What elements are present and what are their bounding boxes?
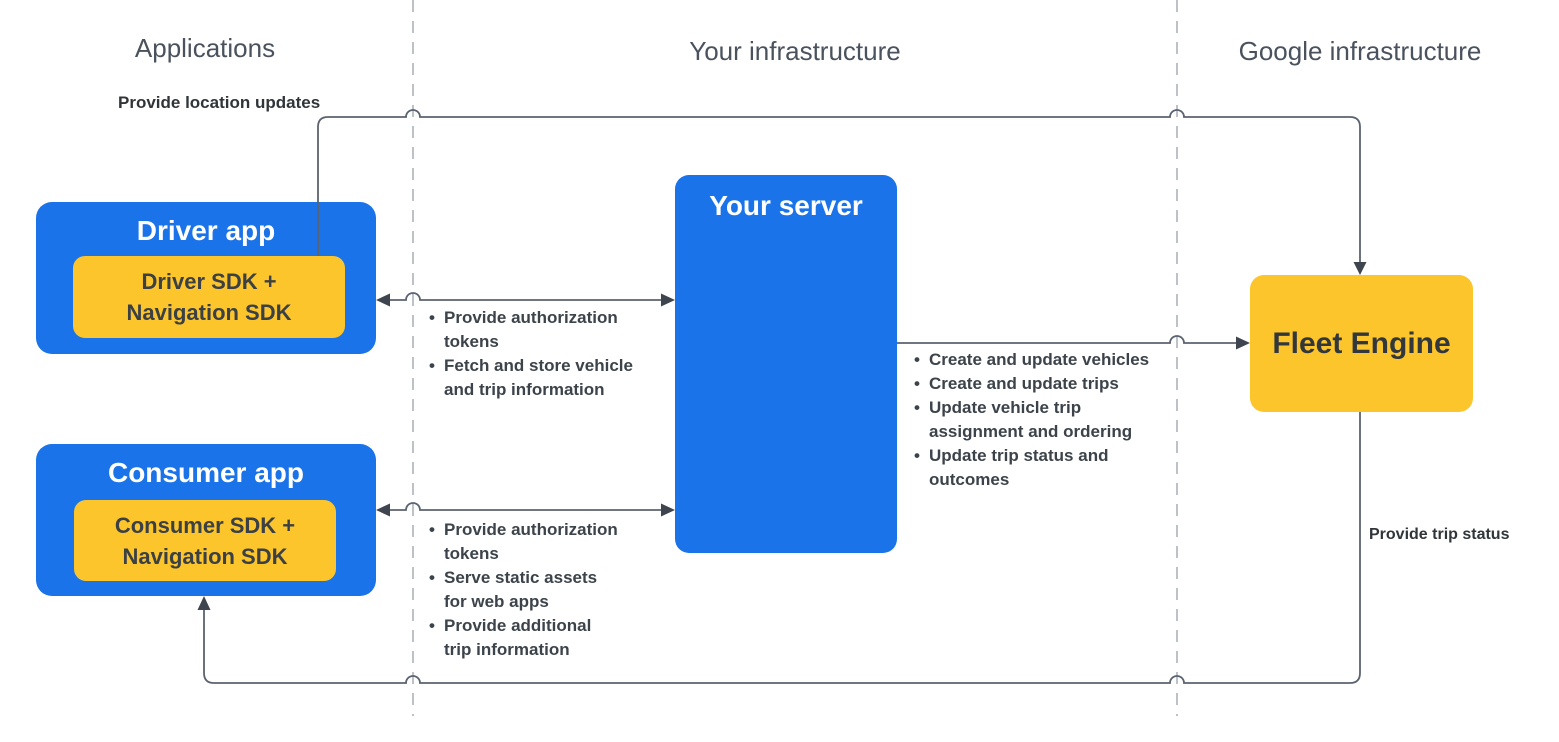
divider-your-google-infrastructure: [1176, 0, 1178, 716]
fleet-engine-title: Fleet Engine: [1272, 326, 1451, 360]
list-item-line: tokens: [444, 544, 499, 563]
driver-app-title: Driver app: [136, 215, 276, 246]
list-item: Create and update vehicles: [914, 348, 1149, 372]
edge-list-server-fleet: Create and update vehicles Create and up…: [914, 348, 1149, 492]
label-provide-location-updates: Provide location updates: [118, 93, 321, 112]
column-header-google-infrastructure: Google infrastructure: [1238, 36, 1482, 66]
arrow-consumer-server: [390, 502, 661, 511]
arrow-driver-server: [390, 292, 661, 301]
node-consumer-app: Consumer app Consumer SDK + Navigation S…: [36, 444, 376, 596]
consumer-app-title: Consumer app: [107, 457, 305, 488]
list-item-line: tokens: [444, 332, 499, 351]
arrowhead-into-consumer-app: [376, 503, 390, 517]
list-item: Update trip status and outcomes: [914, 444, 1149, 492]
list-item: Update vehicle trip assignment and order…: [914, 396, 1149, 444]
edge-list-driver-server: Provide authorization tokens Fetch and s…: [429, 306, 633, 402]
list-item-line: Provide authorization: [444, 308, 618, 327]
list-item-line: Serve static assets: [444, 568, 598, 587]
node-your-server: Your server: [675, 175, 897, 553]
arrowhead-into-driver-app: [376, 293, 390, 307]
list-item: Serve static assets for web apps: [429, 566, 618, 614]
list-item-line: Provide additional: [444, 616, 592, 635]
node-fleet-engine: Fleet Engine: [1250, 275, 1473, 412]
list-item-line: Create and update trips: [929, 374, 1119, 393]
driver-sdk-box: Driver SDK + Navigation SDK: [73, 256, 345, 338]
driver-sdk-line-2: Navigation SDK: [126, 300, 292, 325]
edge-list-consumer-server: Provide authorization tokens Serve stati…: [429, 518, 618, 662]
list-item: Fetch and store vehicle and trip informa…: [429, 354, 633, 402]
arrow-server-fleet: [897, 335, 1236, 344]
arrowhead-into-fleet-engine-top: [1353, 262, 1367, 275]
list-item-line: Provide authorization: [444, 520, 618, 539]
your-server-title: Your server: [709, 190, 863, 221]
arrowhead-into-server-bottom: [661, 503, 675, 517]
list-item-line: assignment and ordering: [929, 422, 1133, 441]
node-driver-app: Driver app Driver SDK + Navigation SDK: [36, 202, 376, 354]
list-item: Provide authorization tokens: [429, 306, 633, 354]
consumer-sdk-line-1: Consumer SDK +: [114, 512, 296, 538]
consumer-sdk-box: Consumer SDK + Navigation SDK: [74, 500, 336, 581]
list-item-line: Create and update vehicles: [929, 350, 1150, 369]
list-item-line: trip information: [444, 640, 570, 659]
list-item-line: Fetch and store vehicle: [444, 356, 633, 375]
list-item: Provide additional trip information: [429, 614, 618, 662]
list-item-line: Update vehicle trip: [929, 398, 1082, 417]
list-item-line: outcomes: [929, 470, 1010, 489]
arrowhead-into-consumer-app-bottom: [197, 596, 211, 610]
label-provide-trip-status: Provide trip status: [1369, 526, 1510, 543]
list-item-line: for web apps: [444, 592, 549, 611]
driver-sdk-line-1: Driver SDK +: [141, 269, 277, 294]
list-item-line: Update trip status and: [929, 446, 1109, 465]
arrowhead-into-server-top: [661, 293, 675, 307]
column-header-your-infrastructure: Your infrastructure: [689, 36, 901, 66]
divider-applications-infrastructure: [412, 0, 414, 716]
list-item: Create and update trips: [914, 372, 1149, 396]
list-item: Provide authorization tokens: [429, 518, 618, 566]
column-header-applications: Applications: [134, 33, 276, 63]
arrowhead-into-fleet-engine-left: [1236, 336, 1250, 350]
list-item-line: and trip information: [444, 380, 605, 399]
consumer-sdk-line-2: Navigation SDK: [122, 543, 288, 569]
